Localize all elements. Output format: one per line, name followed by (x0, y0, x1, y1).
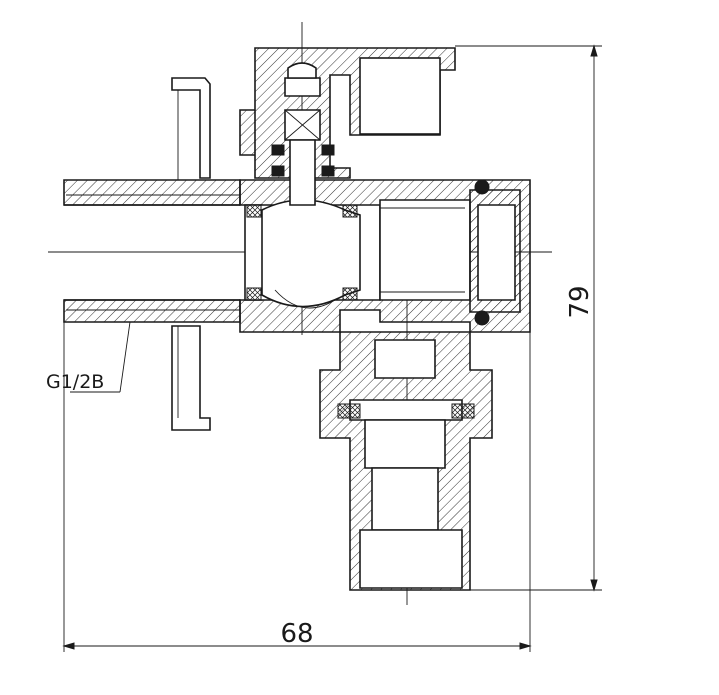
stem-assembly (239, 47, 456, 206)
inlet-nipple (63, 179, 241, 323)
thread-leader (70, 321, 131, 393)
lever-handle (359, 57, 441, 135)
handle-wing (171, 77, 211, 431)
outlet-union (319, 331, 493, 591)
dimension-height (455, 44, 602, 592)
width-dimension-label: 68 (280, 619, 313, 649)
thread-spec-label: G1/2B (46, 371, 104, 393)
dimension-width (62, 320, 532, 652)
valve-body (239, 179, 531, 333)
height-dimension-label: 79 (565, 285, 595, 318)
